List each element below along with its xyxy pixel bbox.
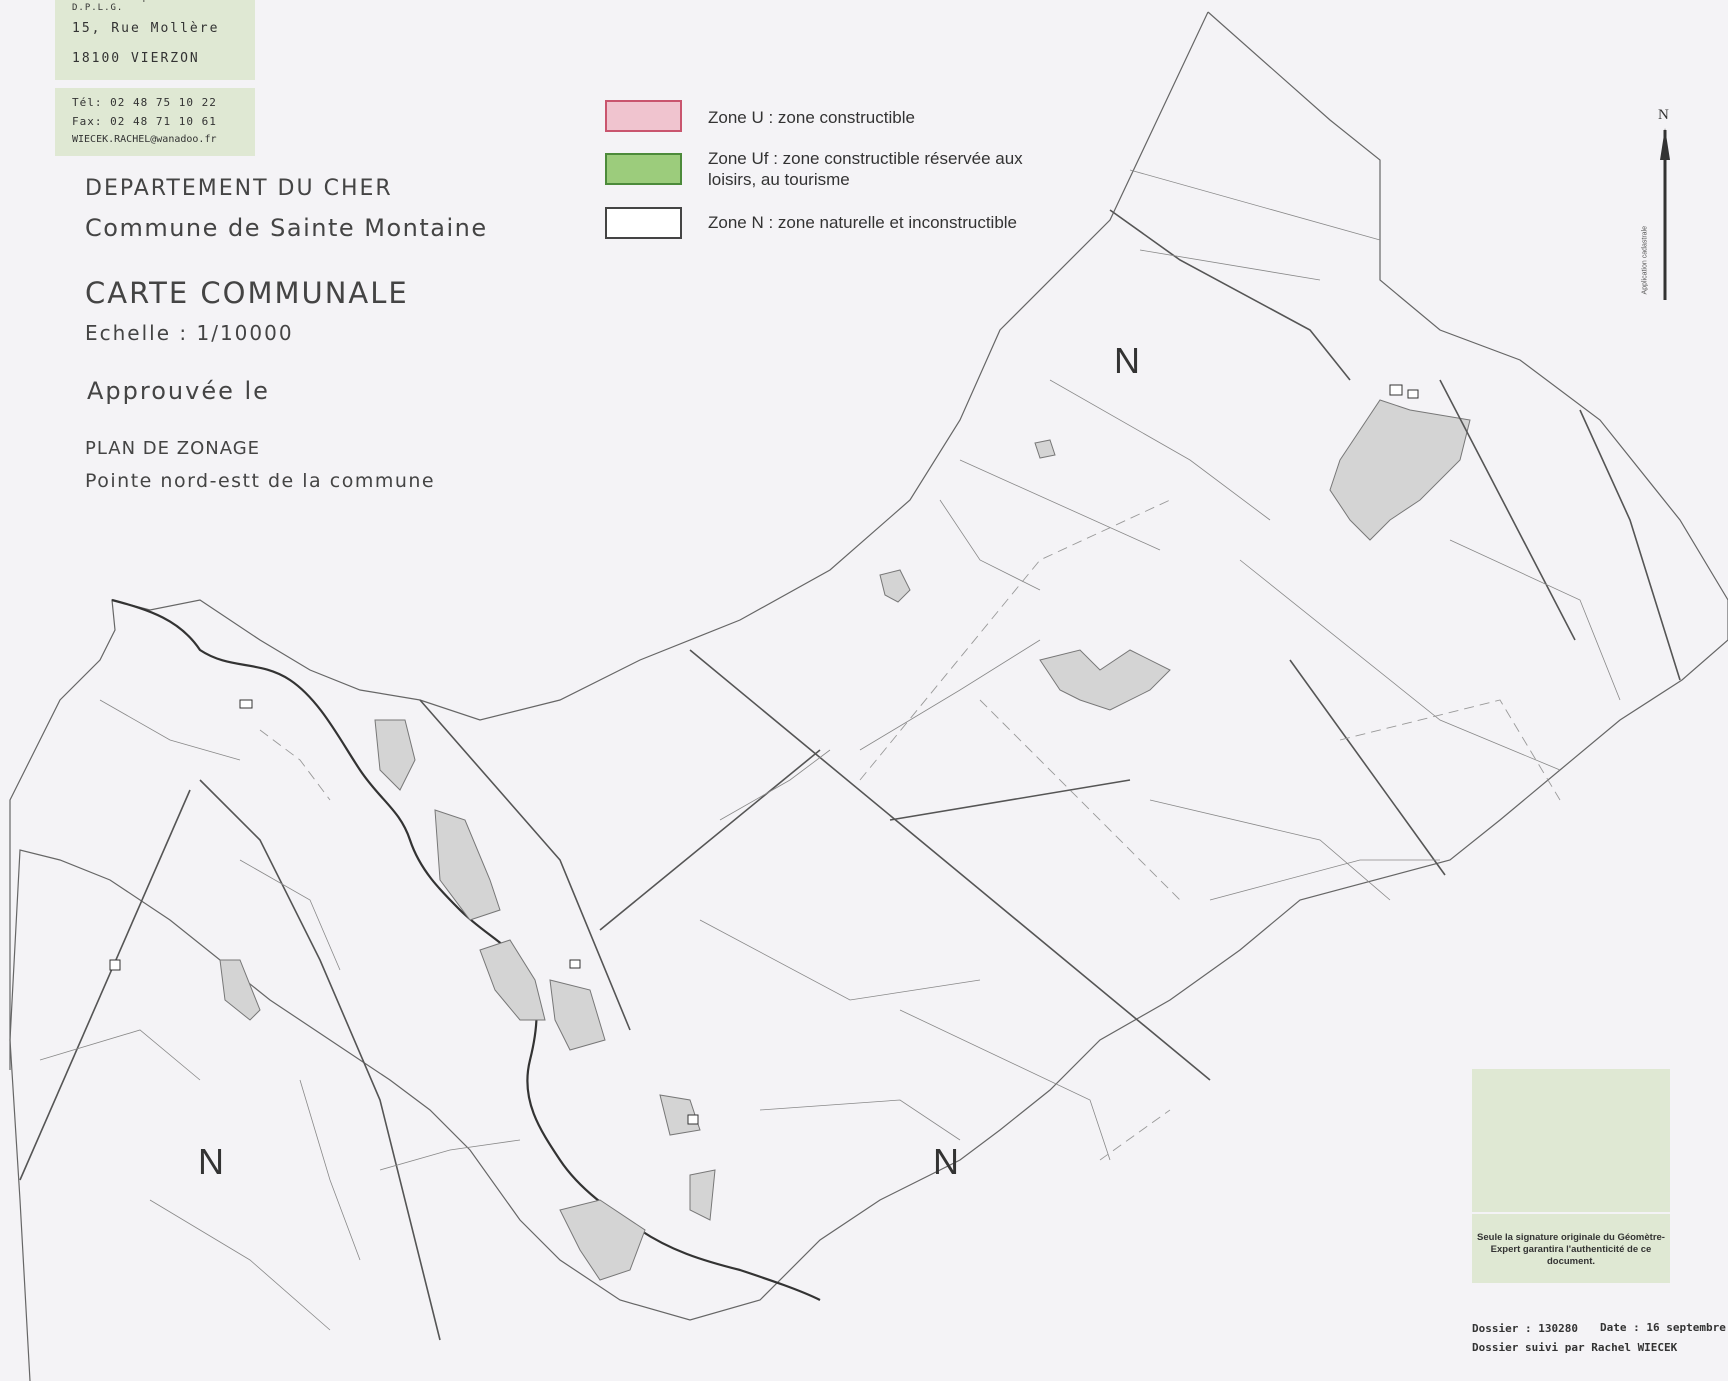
north-caption: Application cadastrale	[1641, 226, 1649, 295]
road-9	[889, 779, 1131, 821]
woodland-3	[479, 939, 546, 1021]
dashed-5	[1099, 1109, 1171, 1161]
woodland-patches	[219, 399, 1471, 1281]
woodland-1	[374, 719, 416, 791]
department-title: DEPARTEMENT DU CHER	[85, 176, 393, 201]
woodland-4	[549, 979, 606, 1051]
parcel-7	[1449, 539, 1621, 701]
surveyor-title-cut: Géomètre Expert Foncier D.P.L.G.	[72, 0, 219, 13]
parcel-10	[699, 919, 981, 1001]
parcel-16	[39, 1029, 201, 1081]
boundary-south	[9, 11, 1728, 1381]
legend-label-u: Zone U : zone constructible	[708, 108, 915, 127]
road-8	[1109, 209, 1351, 381]
legend-swatch-u	[605, 100, 682, 132]
dashed-lines	[259, 499, 1561, 1161]
scale-text: Echelle : 1/10000	[85, 321, 294, 345]
road-5	[1289, 659, 1446, 876]
plan-title: PLAN DE ZONAGE	[85, 438, 261, 459]
legend-label-uf-line1: Zone Uf : zone constructible réservée au…	[708, 149, 1023, 168]
north-arrow-icon	[1660, 128, 1670, 300]
woodland-7	[689, 1169, 716, 1221]
zone-label-n-northeast: N	[1114, 340, 1140, 381]
building-6	[109, 959, 121, 971]
building-2	[1407, 389, 1419, 399]
document-title: CARTE COMMUNALE	[85, 276, 409, 310]
dossier-date: Date : 16 septembre	[1600, 1321, 1726, 1334]
road-6	[1439, 379, 1576, 641]
parcel-12	[759, 1099, 961, 1141]
surveyor-phone: Tél: 02 48 75 10 22	[72, 96, 217, 109]
buildings	[109, 384, 1419, 1125]
surveyor-city: 18100 VIERZON	[72, 51, 200, 66]
north-letter: N	[1658, 107, 1669, 123]
surveyor-email: WIECEK.RACHEL@wanadoo.fr	[72, 134, 217, 145]
building-1	[1389, 384, 1403, 396]
parcel-3	[959, 459, 1161, 551]
road-7	[1579, 409, 1681, 681]
woodland-12	[1034, 439, 1056, 459]
road-10	[419, 699, 631, 1031]
signature-box	[1472, 1069, 1670, 1283]
building-4	[687, 1114, 699, 1125]
road-1	[689, 649, 1211, 1081]
parcel-17	[149, 1199, 331, 1331]
dossier-followed-by: Dossier suivi par Rachel WIECEK	[1472, 1341, 1678, 1354]
parcel-18	[379, 1139, 521, 1171]
road-4	[19, 789, 191, 1181]
parcel-6	[1239, 559, 1561, 771]
legend-swatch-n	[605, 207, 682, 239]
dashed-3	[1339, 699, 1561, 801]
roads	[19, 209, 1681, 1341]
road-3	[199, 779, 441, 1341]
woodland-6	[659, 1094, 701, 1136]
zone-label-n-southwest: N	[198, 1141, 224, 1182]
signature-note: Seule la signature originale du Géomètre…	[1477, 1232, 1665, 1267]
legend-label-uf-line2: loisirs, au tourisme	[708, 170, 850, 189]
surveyor-address-box: Géomètre Expert Foncier D.P.L.G. 15, Rue…	[55, 0, 255, 80]
woodland-9	[1039, 649, 1171, 711]
parcel-15	[299, 1079, 361, 1261]
woodland-11	[879, 569, 911, 603]
dashed-4	[259, 729, 331, 801]
parcel-2	[1139, 249, 1321, 281]
building-3	[569, 959, 581, 969]
dashed-1	[859, 499, 1171, 781]
surveyor-contact-box: Tél: 02 48 75 10 22 Fax: 02 48 71 10 61 …	[55, 88, 255, 156]
parcel-13	[1149, 799, 1391, 901]
north-arrow-head	[1660, 128, 1670, 160]
woodland-5	[219, 959, 261, 1021]
parcel-14	[1209, 859, 1440, 901]
commune-title: Commune de Sainte Montaine	[85, 214, 488, 242]
woodland-8	[559, 1199, 646, 1281]
parcel-9	[719, 749, 831, 821]
woodland-2	[434, 809, 501, 921]
building-5	[239, 699, 253, 709]
parcel-19	[99, 699, 241, 761]
approval-text: Approuvée le	[87, 377, 270, 405]
woodland-10	[1329, 399, 1471, 541]
surveyor-fax: Fax: 02 48 71 10 61	[72, 115, 217, 128]
legend-swatch-uf	[605, 153, 682, 185]
parcel-8	[859, 639, 1041, 751]
legend-label-n: Zone N : zone naturelle et inconstructib…	[708, 213, 1018, 232]
surveyor-street: 15, Rue Mollère	[72, 21, 220, 36]
dossier-number: Dossier : 130280	[1472, 1322, 1578, 1335]
legend-label-uf: Zone Uf : zone constructible réservée au…	[708, 148, 1023, 190]
parcel-4	[939, 499, 1041, 591]
signature-divider	[1472, 1212, 1670, 1214]
parcel-20	[239, 859, 341, 971]
boundary-north	[9, 11, 1209, 1070]
river	[111, 598, 821, 1301]
parcel-11	[899, 1009, 1111, 1161]
commune-boundary	[9, 11, 1728, 1381]
parcel-lines	[39, 169, 1621, 1331]
parcel-1	[1129, 169, 1381, 241]
parcel-5	[1049, 379, 1271, 521]
road-2	[599, 749, 821, 931]
zone-label-n-southeast: N	[933, 1141, 959, 1182]
area-subtitle: Pointe nord-estt de la commune	[85, 470, 436, 492]
